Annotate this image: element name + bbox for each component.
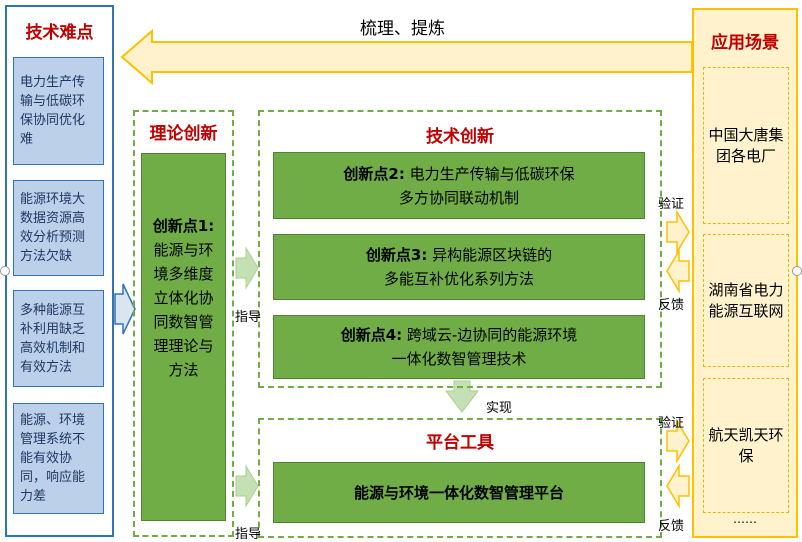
realize-arrow (444, 380, 480, 413)
difficulty-item: 多种能源互补利用缺乏高效机制和有效方法 (13, 290, 104, 387)
application-text: 航天凯天环保 (708, 425, 784, 465)
tech-group (258, 110, 662, 388)
difficulty-text: 能源环境大数据资源高效分析预测方法欠缺 (20, 192, 86, 264)
theory-group (133, 110, 234, 537)
innovation-card-line: 跨域云-边协同的能源环境 (402, 326, 578, 344)
application-text: 湖南省电力能源互联网 (708, 280, 784, 320)
innovation-card-head: 创新点4: (340, 326, 403, 344)
difficulty-text: 多种能源互补利用缺乏高效机制和有效方法 (20, 302, 86, 375)
innovation-card-4: 创新点4: 跨域云-边协同的能源环境 一体化数智管理技术 (273, 315, 645, 379)
innovation-card-line: 一体化数智管理技术 (391, 350, 527, 368)
tech-title: 技术创新 (426, 127, 494, 147)
guide-label-top: 指导 (235, 310, 262, 325)
innovation-card-head: 创新点1: (152, 217, 215, 235)
innovation-card-line: 多能互补优化系列方法 (383, 270, 534, 288)
difficulty-item: 能源、环境管理系统不能有效协同，响应能力差 (13, 403, 104, 514)
realize-label: 实现 (486, 401, 513, 416)
application-item: 湖南省电力能源互联网 (703, 234, 789, 367)
innovation-card-1: 创新点1: 能源与环境多维度立体化协同数智管理理论与方法 (141, 153, 226, 521)
platform-card: 能源与环境一体化数智管理平台 (273, 462, 645, 523)
innovation-card-3: 创新点3: 异构能源区块链的 多能互补优化系列方法 (273, 234, 645, 300)
blue-right-arrow (114, 283, 136, 335)
application-text: 中国大唐集团各电厂 (708, 125, 784, 165)
innovation-card-2: 创新点2: 电力生产传输与低碳环保 多方协同联动机制 (273, 152, 645, 219)
feedback-label-bottom: 反馈 (658, 519, 685, 534)
innovation-card-line: 异构能源区块链的 (427, 246, 553, 264)
difficulty-text: 电力生产传输与低碳环保协同优化难 (20, 75, 86, 147)
innovation-card-head: 创新点2: (343, 164, 405, 183)
innovation-card-head: 创新点3: (365, 246, 428, 264)
guide-arrow-top (235, 246, 259, 290)
feedback-arrow-bottom (666, 463, 690, 509)
platform-card-text: 能源与环境一体化数智管理平台 (353, 483, 564, 502)
verify-label-bottom: 验证 (658, 416, 685, 431)
guide-arrow-bottom (235, 464, 259, 508)
difficulty-item: 能源环境大数据资源高效分析预测方法欠缺 (13, 180, 104, 276)
difficulties-title: 技术难点 (25, 23, 94, 43)
application-item: 中国大唐集团各电厂 (703, 67, 789, 224)
verify-label-top: 验证 (658, 197, 685, 212)
applications-more: …… (733, 512, 757, 526)
innovation-card-line: 多方协同联动机制 (398, 188, 519, 207)
selection-handle (792, 266, 802, 276)
feedback-label-top: 反馈 (658, 298, 685, 313)
difficulty-item: 电力生产传输与低碳环保协同优化难 (13, 57, 104, 165)
guide-label-bottom: 指导 (235, 527, 262, 542)
top-arrow-label: 梳理、提炼 (360, 19, 445, 39)
platform-group (258, 418, 662, 538)
innovation-card-line: 电力生产传输与低碳环保 (404, 164, 575, 183)
difficulty-text: 能源、环境管理系统不能有效协同，响应能力差 (20, 413, 86, 504)
theory-title: 理论创新 (149, 124, 218, 144)
innovation-card-body: 能源与环境多维度立体化协同数智管理理论与方法 (153, 241, 214, 379)
selection-handle (0, 266, 10, 276)
verify-arrow-top (666, 209, 690, 255)
application-item: 航天凯天环保 (703, 378, 789, 513)
feedback-arrow-top (666, 248, 690, 294)
verify-arrow-bottom (666, 418, 690, 464)
platform-title: 平台工具 (426, 433, 494, 453)
applications-title: 应用场景 (711, 33, 779, 53)
